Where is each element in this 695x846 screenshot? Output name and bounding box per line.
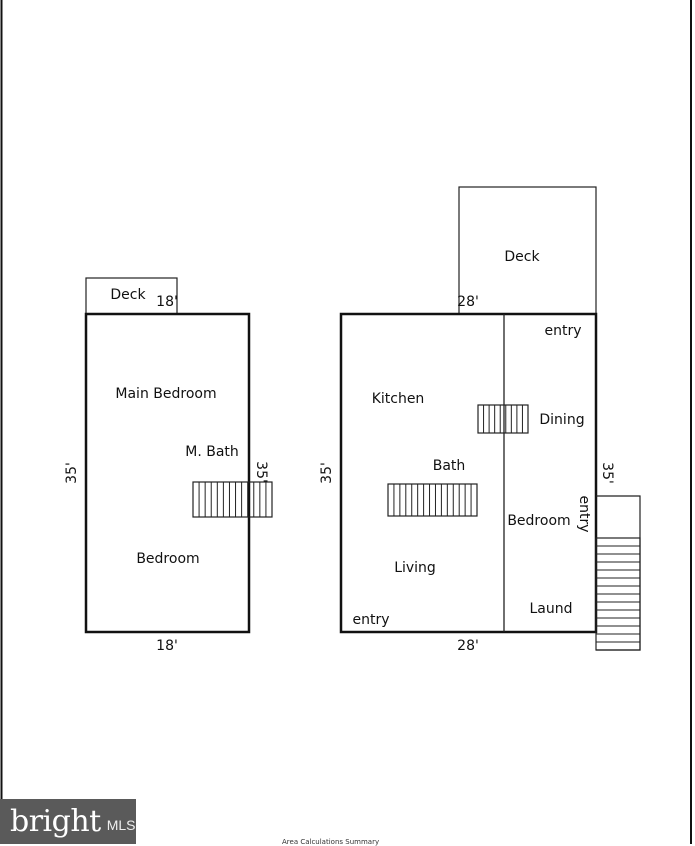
kitchen-label: Kitchen [372, 391, 425, 407]
laund-label: Laund [529, 601, 572, 617]
logo-brand: bright [10, 804, 101, 839]
right-deck-label: Deck [504, 249, 540, 265]
left-floor-plan: Deck 18' Main Bedroom M. Bath Bedroom 35… [64, 277, 273, 654]
right-building-outline [339, 312, 598, 634]
logo-suffix: MLS [106, 816, 136, 833]
living-stairs [387, 483, 478, 517]
bath-label: Bath [433, 458, 466, 474]
left-deck-width-dim: 18' [156, 294, 178, 310]
kitchen-stairs [477, 404, 529, 434]
main-bedroom-label: Main Bedroom [115, 386, 216, 402]
right-floor-plan: Deck 28' entry Kitchen Dining Bath Bedro… [319, 186, 641, 654]
entry-side-label: entry [576, 495, 592, 532]
left-plan-right-dim: 35' [253, 461, 269, 483]
side-stairs-landing [596, 495, 641, 651]
side-stairs-treads [596, 545, 640, 643]
entry-bottom-label: entry [352, 612, 389, 628]
kitchen-stairs-treads [483, 405, 523, 433]
living-stairs-treads [393, 484, 472, 516]
area-summary-heading: Area Calculations Summary [282, 838, 380, 846]
entry-top-label: entry [544, 323, 581, 339]
left-plan-bottom-dim: 18' [156, 638, 178, 654]
left-plan-left-dim: 35' [64, 462, 80, 484]
dining-label: Dining [539, 412, 584, 428]
m-bath-label: M. Bath [185, 444, 239, 460]
left-stairs [192, 481, 273, 518]
bright-mls-logo: bright MLS [0, 799, 136, 844]
living-label: Living [394, 560, 436, 576]
right-plan-bottom-dim: 28' [457, 638, 479, 654]
right-plan-left-dim: 35' [319, 462, 335, 484]
left-deck-label: Deck [110, 287, 146, 303]
left-stairs-treads [198, 482, 267, 517]
left-building-outline [84, 312, 251, 634]
right-bedroom-label: Bedroom [507, 513, 570, 529]
left-bedroom-label: Bedroom [136, 551, 199, 567]
right-plan-right-dim: 35' [599, 462, 615, 484]
right-plan-top-dim: 28' [457, 294, 479, 310]
